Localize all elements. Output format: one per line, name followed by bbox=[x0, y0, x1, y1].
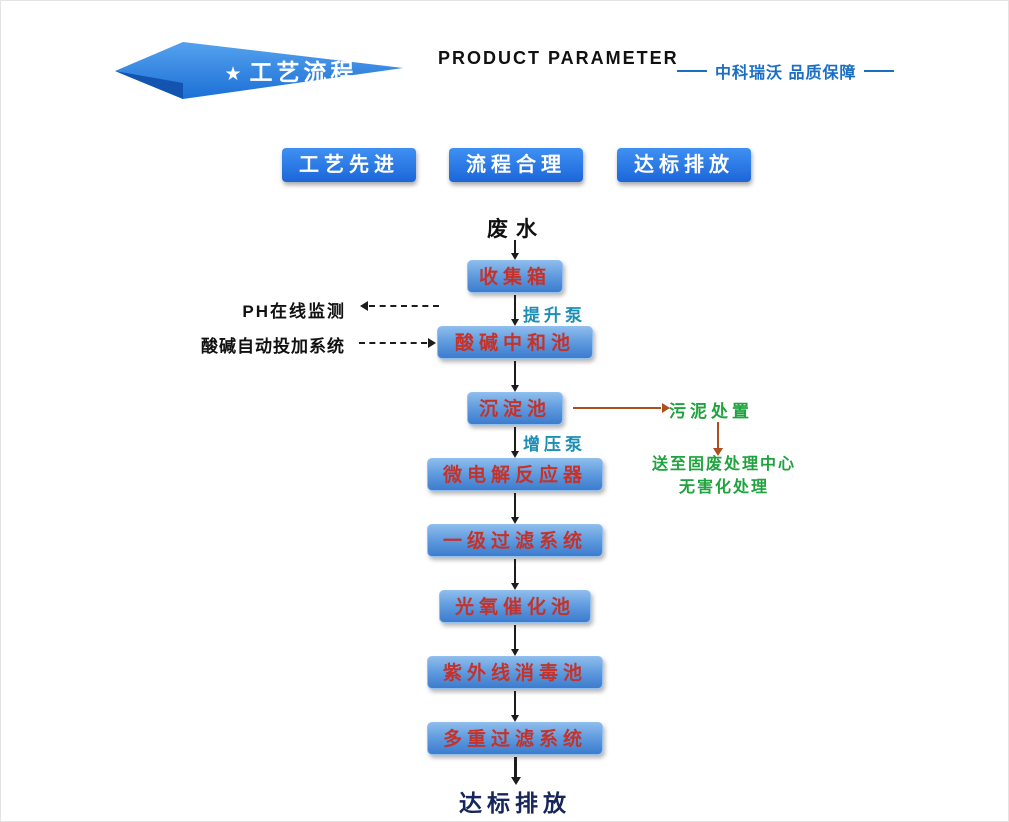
solid-waste-line1: 送至固废处理中心 bbox=[651, 456, 796, 473]
arrow-sedimentation-to-reactor bbox=[511, 427, 519, 458]
flow-source-wastewater: 废水 bbox=[487, 218, 545, 241]
banner-arrow-shape bbox=[115, 42, 403, 99]
flow-step-microelectrolysis-reactor: 微电解反应器 bbox=[427, 458, 603, 491]
arrow-neutralization-to-sedimentation bbox=[511, 361, 519, 392]
dashed-arrow-dosing-to-pool bbox=[359, 338, 436, 348]
banner-title: ★ 工艺流程 bbox=[191, 53, 391, 87]
flow-step-neutralization-pool: 酸碱中和池 bbox=[437, 326, 593, 359]
arrow-photooxidation-to-uv bbox=[511, 625, 519, 656]
flow-step-multi-filter-system: 多重过滤系统 bbox=[427, 722, 603, 755]
arrow-primary-filter-to-photooxidation bbox=[511, 559, 519, 590]
solid-waste-line2: 无害化处理 bbox=[678, 479, 769, 496]
lift-pump-label: 提升泵 bbox=[523, 306, 586, 325]
title-banner: ★ 工艺流程 bbox=[113, 37, 405, 103]
dosing-system-label: 酸碱自动投加系统 bbox=[201, 337, 345, 356]
flow-step-photooxidation-pool: 光氧催化池 bbox=[439, 590, 591, 623]
arrow-collection-to-neutralization bbox=[511, 295, 519, 326]
flow-step-uv-disinfection-pool: 紫外线消毒池 bbox=[427, 656, 603, 689]
arrow-sedimentation-to-sludge bbox=[573, 403, 670, 413]
booster-pump-label: 增压泵 bbox=[523, 435, 586, 454]
badge-advanced-process: 工艺先进 bbox=[282, 148, 416, 182]
brand-tagline: 中科瑞沃 品质保障 bbox=[677, 59, 917, 83]
outcome-standard-discharge: 达标排放 bbox=[459, 790, 571, 816]
star-icon: ★ bbox=[224, 64, 242, 85]
flow-step-sedimentation-pool: 沉淀池 bbox=[467, 392, 563, 425]
flow-step-primary-filter-system: 一级过滤系统 bbox=[427, 524, 603, 557]
dashed-arrow-to-ph-monitor bbox=[360, 301, 439, 311]
tagline-label: 中科瑞沃 品质保障 bbox=[715, 65, 857, 82]
tagline-right-rule bbox=[864, 70, 895, 72]
arrow-source-to-collection bbox=[511, 240, 519, 260]
ph-online-monitor-label: PH在线监测 bbox=[242, 302, 346, 321]
flow-step-collection-box: 收集箱 bbox=[467, 260, 563, 293]
badge-reasonable-flow: 流程合理 bbox=[449, 148, 583, 182]
product-parameter-heading: PRODUCT PARAMETER bbox=[438, 48, 679, 68]
tagline-left-rule bbox=[677, 70, 707, 72]
badge-standard-discharge: 达标排放 bbox=[617, 148, 751, 182]
solid-waste-note: 送至固废处理中心 无害化处理 bbox=[631, 453, 817, 499]
arrow-uv-to-multi-filter bbox=[511, 691, 519, 722]
arrow-sludge-to-solid-waste bbox=[713, 422, 723, 456]
banner-title-label: 工艺流程 bbox=[249, 59, 358, 85]
arrow-multi-filter-to-outcome bbox=[511, 757, 521, 785]
sludge-disposal-label: 污泥处置 bbox=[669, 402, 753, 421]
arrow-reactor-to-primary-filter bbox=[511, 493, 519, 524]
